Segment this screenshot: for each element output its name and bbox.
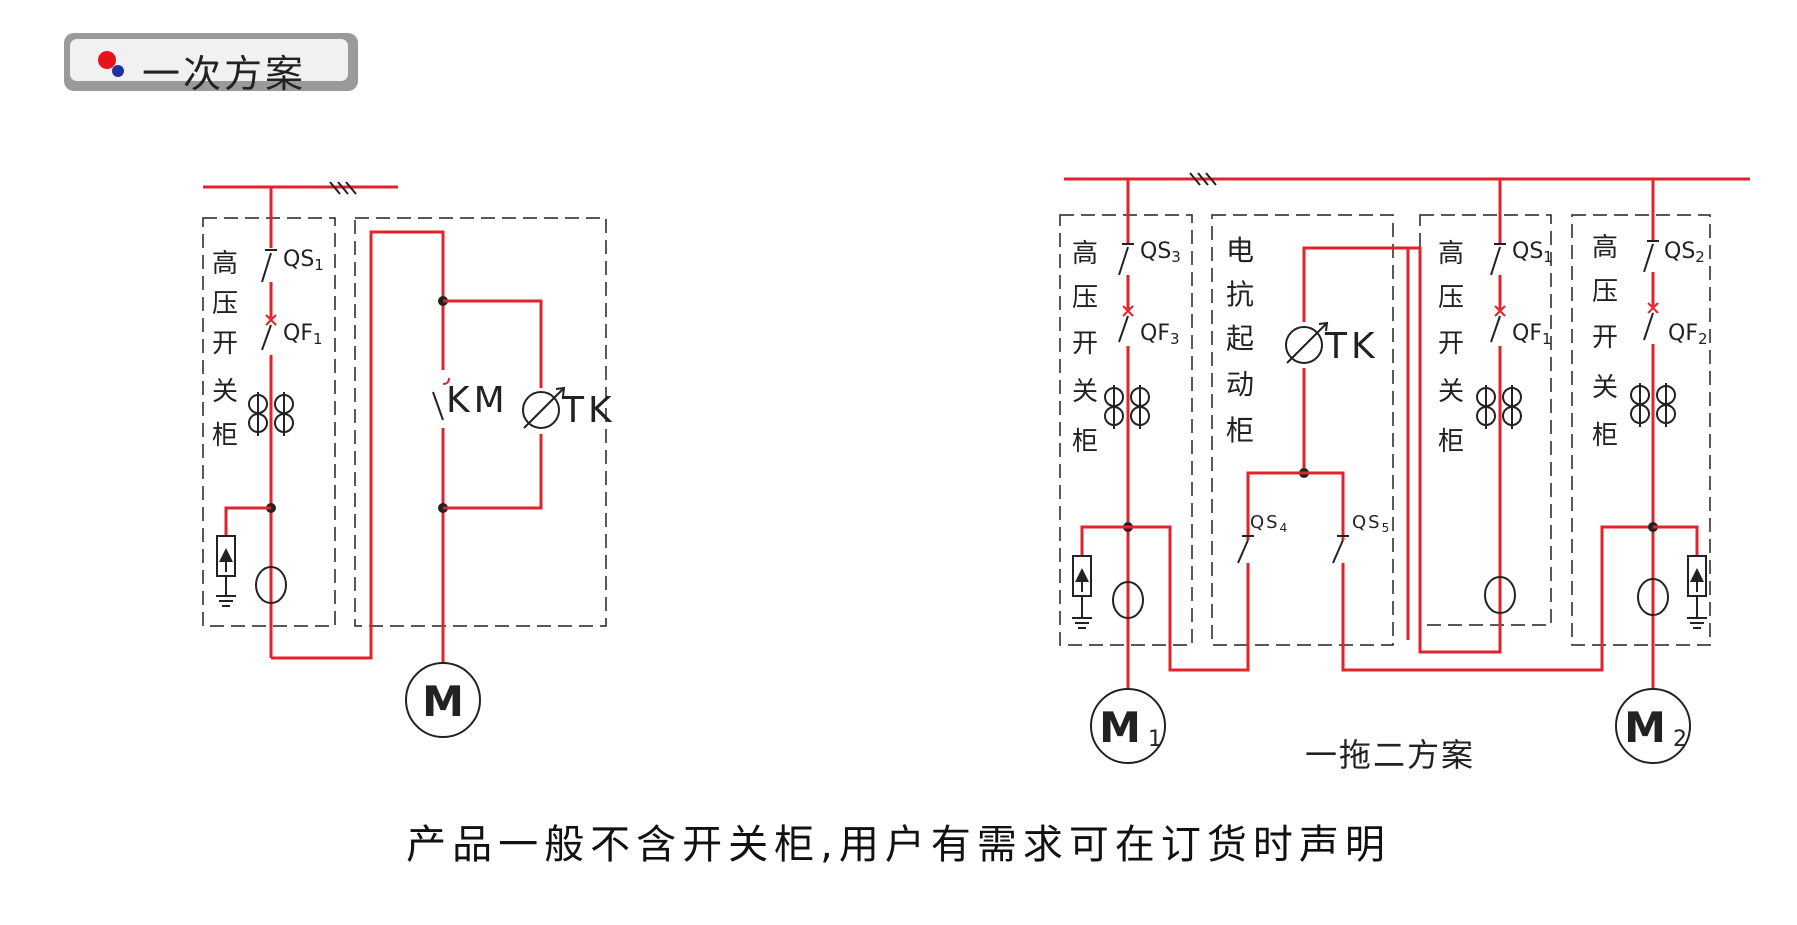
left-qs1-label: QS1 [283, 247, 324, 274]
right-qs4-switch-icon [1237, 539, 1249, 564]
right-reactor-char: 动 [1226, 368, 1254, 401]
left-bus-three-phase-mark [329, 181, 357, 195]
left-cabinet-char: 关 [212, 377, 238, 407]
right-motor2-sub: 2 [1673, 727, 1687, 752]
right-reactor-char: 起 [1226, 322, 1254, 355]
right-reactor-char: 抗 [1226, 278, 1254, 311]
section-title: 一次方案 [142, 52, 307, 96]
right-motor1-sub: 1 [1148, 727, 1162, 752]
right-qs5-label: QS5 [1352, 512, 1391, 535]
right-cabinet2-char: 开 [1592, 323, 1618, 353]
right-tk-label: TK [1324, 326, 1379, 367]
right-cabinet3-zero-ct-icon [1112, 581, 1144, 619]
section-header-inner: 一次方案 [70, 39, 348, 96]
right-diagram: 高 压 开 关 柜 QS3 QF3 [1059, 172, 1750, 774]
right-qs5-switch-icon [1332, 539, 1344, 564]
right-cabinet2-ct-icon [1630, 383, 1676, 427]
right-cabinet2-char: 高 [1592, 233, 1618, 263]
left-motor-icon [405, 662, 481, 738]
right-qs3-label: QS3 [1140, 239, 1181, 266]
left-qf1-breaker-icon [265, 314, 277, 326]
right-switchgear1-frame [1419, 214, 1552, 626]
right-reactor-char: 柜 [1226, 414, 1254, 447]
right-cabinet2-arrester-icon [1687, 555, 1707, 629]
right-m2-reactor-wire [1341, 525, 1653, 672]
left-current-transformer-icon [248, 392, 294, 436]
right-switchgear2-frame [1571, 214, 1711, 646]
right-qs3-switch-icon [1118, 246, 1129, 276]
right-cabinet1-char: 高 [1438, 239, 1464, 269]
right-bus-three-phase-mark [1189, 172, 1217, 186]
left-load-wire [271, 230, 445, 700]
right-qs4-label: QS4 [1250, 512, 1289, 535]
right-reactor-frame [1211, 214, 1394, 646]
right-qf1-label: QF1 [1512, 321, 1552, 348]
right-diagram-caption: 一拖二方案 [1305, 736, 1475, 774]
right-tk-reactor-icon [1285, 321, 1329, 364]
right-cabinet1-zero-ct-icon [1484, 576, 1516, 614]
right-cabinet3-arrester-icon [1072, 555, 1092, 629]
right-motor2-icon [1615, 688, 1691, 764]
right-motor1-label: M [1099, 703, 1141, 752]
left-motor-label: M [422, 677, 464, 726]
right-cabinet3-ct-icon [1104, 385, 1150, 429]
right-cabinet2-char: 柜 [1592, 421, 1618, 451]
left-km-label: KM [446, 380, 509, 421]
right-qs2-switch-icon [1643, 243, 1654, 273]
right-m1-bypass-wire [1128, 525, 1250, 672]
right-qs1-label: QS1 [1512, 239, 1553, 266]
right-qf3-label: QF3 [1140, 321, 1180, 348]
left-cabinet-char: 开 [212, 329, 238, 359]
right-motor2-label: M [1624, 703, 1666, 752]
right-qs2-label: QS2 [1664, 239, 1705, 266]
left-switchgear-frame [202, 217, 336, 627]
right-cabinet3-char: 关 [1072, 377, 1098, 407]
right-cabinet1-char: 压 [1438, 283, 1464, 313]
right-cabinet3-char: 开 [1072, 329, 1098, 359]
right-cabinet3-char: 压 [1072, 283, 1098, 313]
right-cabinet1-char: 柜 [1438, 427, 1464, 457]
left-cabinet-char: 柜 [212, 421, 238, 451]
left-zero-sequence-ct-icon [255, 566, 287, 604]
red-dot-icon [98, 51, 116, 69]
right-cabinet1-ct-icon [1476, 385, 1522, 429]
right-qf2-breaker-icon [1647, 302, 1659, 314]
left-km-contact-icon [432, 391, 444, 421]
left-qf1-label: QF1 [283, 321, 323, 348]
left-starter-frame [354, 217, 607, 627]
blue-dot-icon [112, 65, 124, 77]
left-qs1-switch-icon [261, 252, 272, 283]
left-cabinet-char: 高 [212, 249, 238, 279]
right-cabinet1-feed-wire [1408, 246, 1502, 654]
left-surge-arrester-icon [216, 535, 236, 607]
left-diagram: 高 压 开 关 柜 QS1 QF1 [202, 181, 616, 738]
right-cabinet3-char: 高 [1072, 239, 1098, 269]
right-cabinet1-char: 关 [1438, 377, 1464, 407]
left-tk-reactor-icon [522, 386, 566, 429]
right-cabinet1-char: 开 [1438, 329, 1464, 359]
footer-note: 产品一般不含开关柜,用户有需求可在订货时声明 [406, 822, 1391, 868]
right-cabinet2-char: 压 [1592, 277, 1618, 307]
right-qf1-breaker-icon [1494, 305, 1506, 317]
right-cabinet3-char: 柜 [1072, 427, 1098, 457]
right-cabinet2-char: 关 [1592, 373, 1618, 403]
left-cabinet-char: 压 [212, 289, 238, 319]
right-qf2-label: QF2 [1668, 321, 1708, 348]
right-motor1-icon [1090, 688, 1166, 764]
left-tk-label: TK [561, 390, 616, 431]
right-qf3-breaker-icon [1122, 305, 1134, 317]
right-qs1-switch-icon [1490, 246, 1501, 276]
section-header-badge: 一次方案 [64, 33, 358, 96]
right-switchgear3-frame [1059, 214, 1193, 646]
right-cabinet2-zero-ct-icon [1637, 578, 1669, 616]
right-reactor-char: 电 [1226, 234, 1254, 267]
